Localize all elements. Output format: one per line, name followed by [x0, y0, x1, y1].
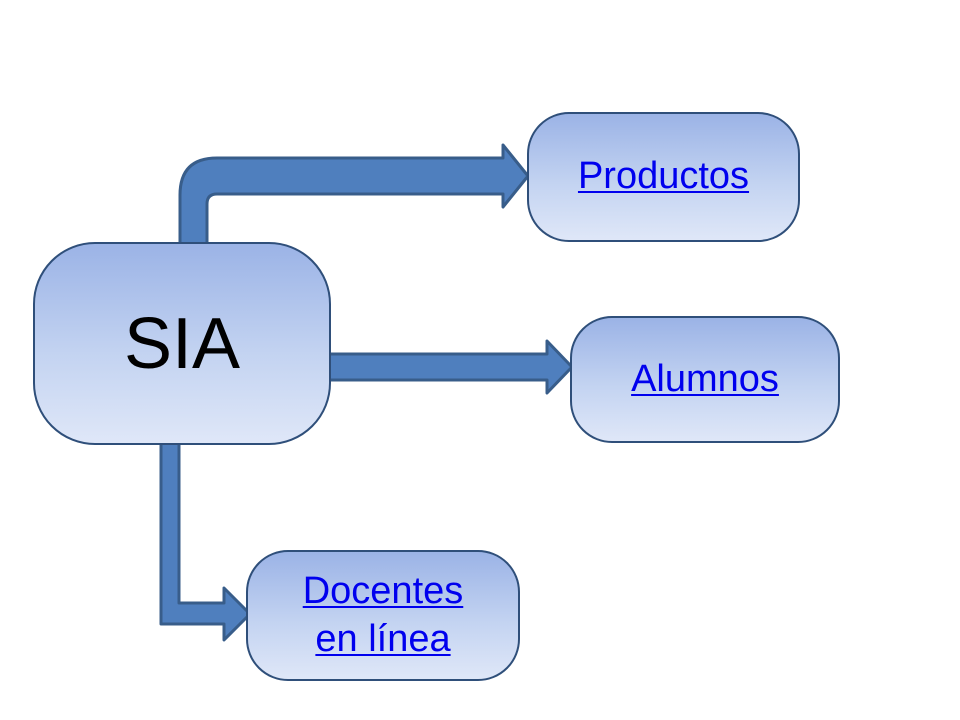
docentes-link-line-1: Docentes [302, 570, 464, 612]
alumnos-node: Alumnos [570, 316, 840, 443]
arrow-to-alumnos [323, 339, 574, 395]
sia-node: SIA [33, 242, 331, 445]
arrow-to-productos [178, 143, 530, 247]
productos-node: Productos [527, 112, 800, 242]
alumnos-link[interactable]: Alumnos [631, 357, 779, 400]
docentes-link-line-2: en línea [315, 617, 451, 660]
productos-link[interactable]: Productos [577, 155, 750, 198]
sia-label: SIA [123, 303, 241, 384]
docentes-node: Docentes en línea [246, 550, 520, 681]
arrow-to-docentes [159, 438, 252, 642]
docentes-en-linea-link[interactable]: Docentes en línea [303, 568, 464, 663]
